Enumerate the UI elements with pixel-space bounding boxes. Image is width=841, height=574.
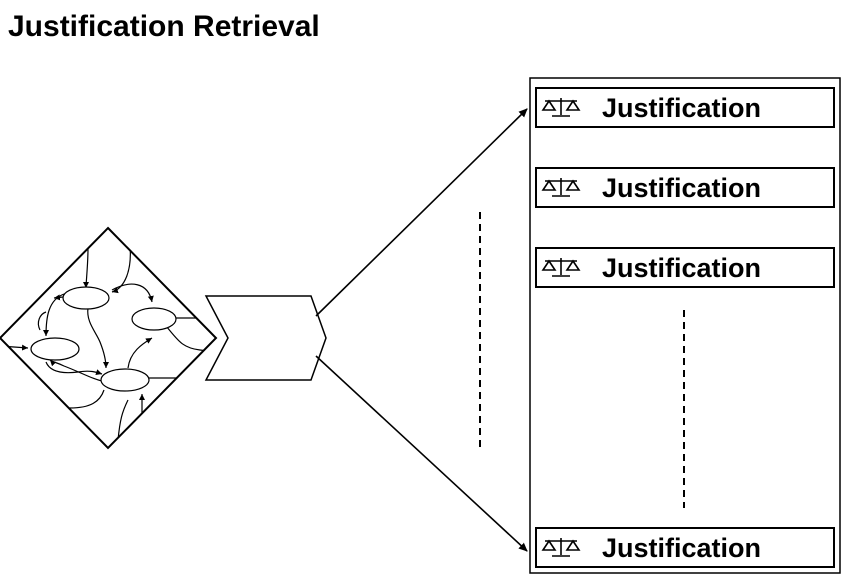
justification-box <box>535 167 835 208</box>
graph-node <box>30 337 80 361</box>
justification-box <box>535 527 835 568</box>
justification-box <box>535 247 835 288</box>
graph-edges <box>0 245 216 441</box>
justification-box <box>535 87 835 128</box>
justification-label: Justification <box>602 253 761 283</box>
scales-icon <box>541 178 581 197</box>
justification-list: JustificationJustificationJustificationJ… <box>535 87 835 568</box>
justification-item: Justification <box>535 247 835 288</box>
scales-icon <box>541 98 581 117</box>
scales-icon <box>541 258 581 277</box>
arrow-to-first-justification <box>315 108 528 317</box>
graph-diamond-outline <box>0 226 218 450</box>
justification-item: Justification <box>535 87 835 128</box>
scales-icon <box>541 538 581 557</box>
page-title: Justification Retrieval <box>8 10 320 43</box>
graph-node <box>131 307 177 331</box>
justification-label: Justification <box>602 173 761 203</box>
justification-item: Justification <box>535 167 835 208</box>
arrow-to-last-justification <box>315 355 528 552</box>
justification-label: Justification <box>602 93 761 123</box>
retriever-chevron <box>204 295 327 381</box>
graph-node <box>100 368 150 392</box>
justification-item: Justification <box>535 527 835 568</box>
knowledge-graph <box>0 226 218 450</box>
graph-node <box>62 286 110 310</box>
justification-label: Justification <box>602 533 761 563</box>
